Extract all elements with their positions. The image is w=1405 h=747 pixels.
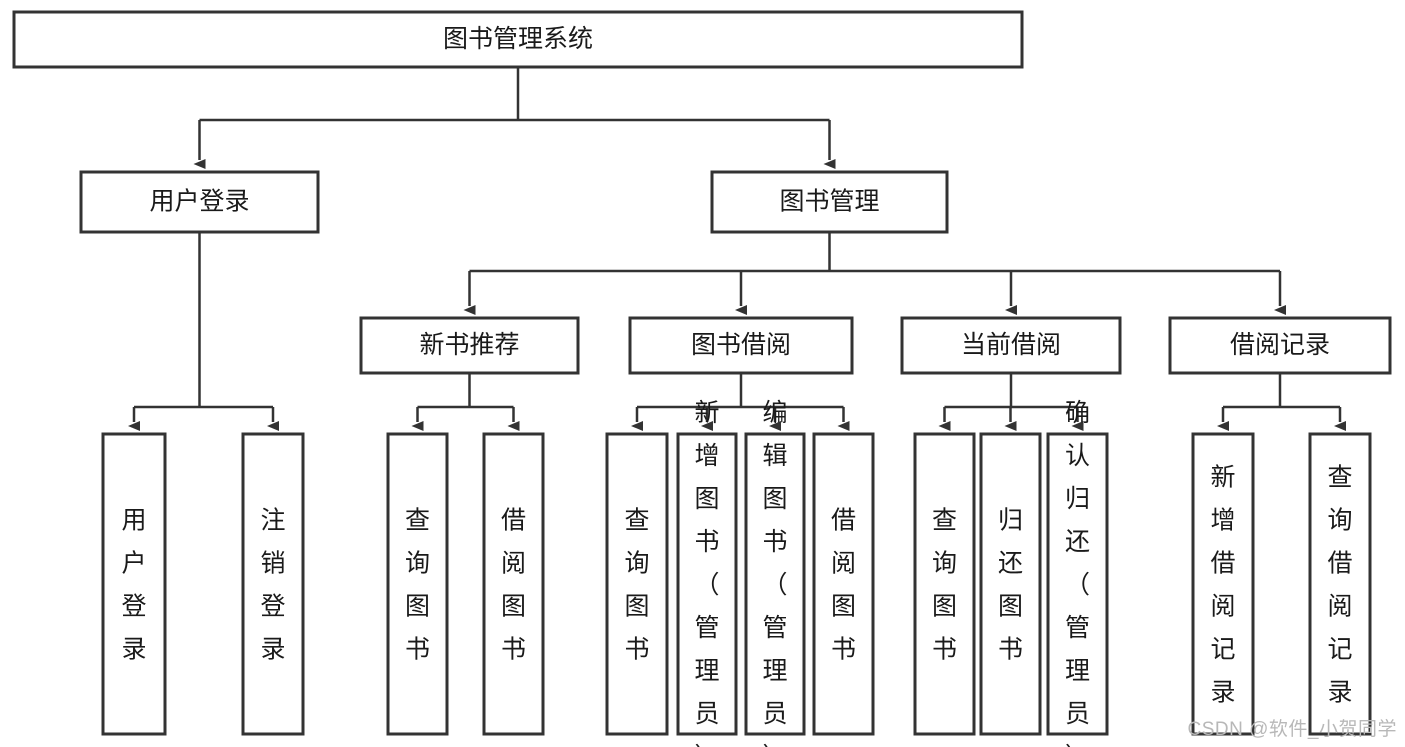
node-box [812, 432, 875, 736]
node-box [359, 316, 580, 375]
node-leaf-add-record[interactable]: 新增借阅记录 [1191, 432, 1255, 736]
node-label: 图书管理 [779, 188, 879, 216]
node-box [386, 432, 449, 736]
node-label: 确认归还（管理员） [1065, 399, 1090, 747]
node-label: 查询借阅记录 [1327, 464, 1352, 707]
node-box [913, 432, 976, 736]
node-borrow-record[interactable]: 借阅记录 [1168, 316, 1392, 375]
node-label: 图书管理系统 [443, 25, 593, 53]
node-current-borrow[interactable]: 当前借阅 [900, 316, 1122, 375]
node-label: 查询图书 [624, 507, 649, 664]
node-box [79, 170, 320, 234]
node-label: 新增图书（管理员） [694, 399, 719, 747]
node-boxes: 图书管理系统用户登录图书管理新书推荐图书借阅当前借阅借阅记录用户登录注销登录查询… [12, 10, 1392, 747]
node-label: 用户登录 [149, 188, 249, 216]
node-leaf-query-book-1[interactable]: 查询图书 [386, 432, 449, 736]
node-user-login[interactable]: 用户登录 [79, 170, 320, 234]
node-leaf-query-book-2[interactable]: 查询图书 [605, 432, 669, 736]
node-box [1046, 432, 1109, 736]
node-label: 借阅记录 [1230, 331, 1330, 359]
node-new-book-rec[interactable]: 新书推荐 [359, 316, 580, 375]
node-label: 借阅图书 [831, 507, 856, 664]
node-label: 注销登录 [260, 507, 285, 664]
node-box [482, 432, 545, 736]
node-leaf-return-book[interactable]: 归还图书 [979, 432, 1042, 736]
node-label: 查询图书 [405, 507, 430, 664]
node-box [744, 432, 806, 736]
connector-lines [128, 67, 1346, 431]
node-box [900, 316, 1122, 375]
node-label: 用户登录 [121, 507, 146, 664]
node-box [12, 10, 1024, 69]
node-book-manage[interactable]: 图书管理 [710, 170, 949, 234]
node-box [1308, 432, 1372, 736]
node-label: 归还图书 [998, 507, 1023, 664]
node-leaf-query-record[interactable]: 查询借阅记录 [1308, 432, 1372, 736]
node-box [605, 432, 669, 736]
node-box [979, 432, 1042, 736]
node-leaf-user-login[interactable]: 用户登录 [101, 432, 167, 736]
node-label: 编辑图书（管理员） [762, 399, 787, 747]
node-box [241, 432, 305, 736]
node-box [1168, 316, 1392, 375]
node-leaf-query-book-3[interactable]: 查询图书 [913, 432, 976, 736]
node-box [676, 432, 738, 736]
node-label: 借阅图书 [501, 507, 526, 664]
node-leaf-add-book[interactable]: 新增图书（管理员） [676, 399, 738, 747]
node-box [710, 170, 949, 234]
node-box [101, 432, 167, 736]
node-root[interactable]: 图书管理系统 [12, 10, 1024, 69]
node-leaf-edit-book[interactable]: 编辑图书（管理员） [744, 399, 806, 747]
watermark-text: CSDN @软件_小贺同学 [1187, 719, 1397, 740]
node-box [1191, 432, 1255, 736]
node-leaf-borrow-book-2[interactable]: 借阅图书 [812, 432, 875, 736]
node-label: 当前借阅 [961, 331, 1061, 359]
node-label: 查询图书 [932, 507, 957, 664]
node-leaf-confirm-return[interactable]: 确认归还（管理员） [1046, 399, 1109, 747]
node-label: 新书推荐 [419, 331, 519, 359]
node-box [628, 316, 854, 375]
node-book-borrow[interactable]: 图书借阅 [628, 316, 854, 375]
node-leaf-logout[interactable]: 注销登录 [241, 432, 305, 736]
node-label: 图书借阅 [691, 331, 791, 359]
node-leaf-borrow-book-1[interactable]: 借阅图书 [482, 432, 545, 736]
node-label: 新增借阅记录 [1210, 464, 1235, 707]
